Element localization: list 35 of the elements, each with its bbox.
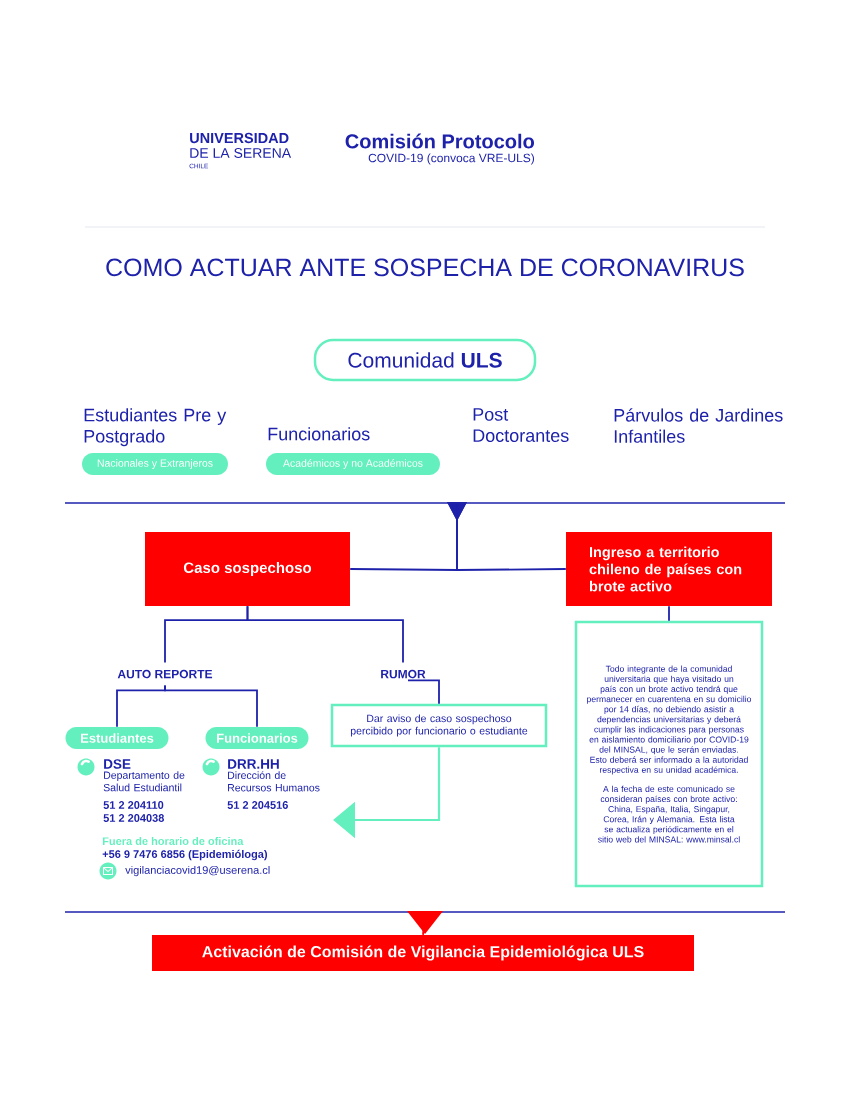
note-heading: Fuera de horario de oficina <box>102 836 244 846</box>
process-box: Dar aviso de caso sospechoso percibido por funcionario o estudiante <box>330 703 548 748</box>
group-heading: Párvulos de Jardines Infantiles <box>614 408 783 443</box>
phone-number: 51 2 204110 <box>103 801 164 809</box>
contact-description: Dirección de Recursos Humanos <box>228 771 320 792</box>
header-title: Comisión Protocolo <box>345 133 534 149</box>
connector <box>447 502 567 571</box>
email-address: vigilanciacovid19@userena.cl <box>125 865 270 877</box>
process-box: Caso sospechoso <box>145 532 350 606</box>
arrow <box>407 911 443 936</box>
branch-label: RUMOR <box>381 669 426 679</box>
connector <box>164 684 258 728</box>
header-subtitle: COVID-19 (convoca VRE-ULS) <box>368 153 534 165</box>
process-box: Ingreso a territorio chileno de países con brote activo <box>566 532 772 606</box>
contact-description: Departamento de Salud Estudiantil <box>103 771 185 792</box>
group-heading: Estudiantes Pre y Postgrado <box>84 408 227 447</box>
phone-number: 51 2 204516 <box>227 801 288 809</box>
info-box: Todo integrante de la comunidad universitaria que haya visitado un país con un brote activo tendrá que permanecer en cuarentena en su domicilio por 14 días, no debiendo asistir a dependencias universitarias y deberá cumplir las indicaciones para personas en aislamiento domiciliario por COVID-19 del MINSAL, que le serán enviadas. Esto deberá ser informado a la autoridad respectiva en su unidad académica. A la fecha de este comunicado se consideran países con brote activo: China, España, Italia, Singapur, Corea, Irán y Alemania. Esta lista se actualiza periódicamente en el sitio web del MINSAL: www.minsal.cl <box>574 620 764 888</box>
pill: Nacionales y Extranjeros <box>82 453 228 475</box>
branch-label: AUTO REPORTE <box>117 669 213 679</box>
connector <box>407 679 440 705</box>
university-name: UNIVERSIDAD <box>190 132 289 144</box>
pill: Funcionarios <box>205 727 309 749</box>
pill: Estudiantes <box>65 727 169 749</box>
pill: Académicos y no Académicos <box>266 453 440 475</box>
phone-number: +56 9 7476 6856 (Epidemióloga) <box>102 849 268 861</box>
group-heading: Post Doctorantes <box>473 408 569 442</box>
university-name: DE LA SERENA <box>190 148 292 158</box>
connector <box>246 605 404 664</box>
phone-number: 51 2 204038 <box>103 814 164 822</box>
title: COMO ACTUAR ANTE SOSPECHA DE CORONAVIRUS <box>106 258 744 277</box>
connector <box>333 747 441 839</box>
group-heading: Funcionarios <box>268 427 370 441</box>
rounded-box: Comunidad ULS <box>313 338 537 382</box>
connector <box>668 605 670 622</box>
